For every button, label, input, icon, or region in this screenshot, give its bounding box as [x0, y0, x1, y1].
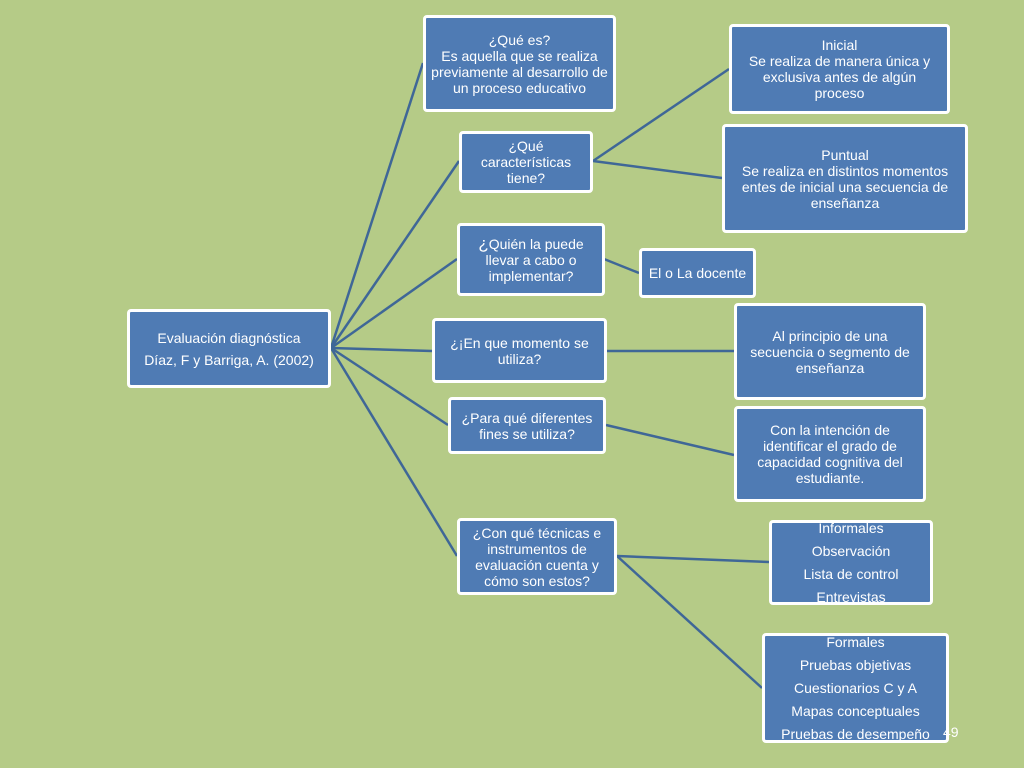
answer-informales-title: Informales — [818, 519, 884, 536]
link-caracteristicas-puntual — [592, 159, 723, 180]
question-tecnicas-text: ¿Con qué técnicas e instrumentos de eval… — [472, 524, 602, 589]
answer-principio: Al principio de una secuencia o segmento… — [734, 303, 926, 400]
question-momento-text: ¿¡En que momento se utiliza? — [450, 334, 589, 367]
question-quien: ¿Quién la puede llevar a cabo o implemen… — [457, 223, 605, 296]
answer-inicial-text: Se realiza de manera única y exclusiva a… — [748, 53, 931, 101]
answer-inicial: Inicial Se realiza de manera única y exc… — [729, 24, 950, 114]
question-que-es-text: Es aquella que se realiza previamente al… — [431, 47, 608, 96]
answer-formales-item: Pruebas objetivas — [799, 656, 912, 673]
answer-puntual-text: Se realiza en distintos momentos entes d… — [741, 162, 949, 211]
question-fines: ¿Para qué diferentes fines se utiliza? — [448, 397, 606, 454]
question-caracteristicas-text: ¿Qué características tiene? — [480, 138, 572, 186]
answer-puntual-title: Puntual — [821, 146, 869, 163]
answer-informales-item: Lista de control — [803, 565, 899, 582]
answer-informales-item: Entrevistas — [816, 588, 886, 605]
answer-informales: Informales Observación Lista de control … — [769, 520, 933, 605]
answer-informales-item: Observación — [811, 542, 891, 559]
answer-inicial-title: Inicial — [821, 37, 858, 53]
answer-formales-title: Formales — [826, 633, 885, 650]
link-root-caracteristicas — [329, 160, 461, 349]
answer-docente: El o La docente — [639, 248, 756, 298]
question-quien-lead: ¿ — [478, 233, 489, 253]
link-root-tecnicas — [329, 347, 459, 557]
link-root-quien — [330, 257, 458, 350]
slide-number: 49 — [943, 724, 959, 740]
link-tecnicas-informales — [616, 554, 770, 564]
link-root-momento — [330, 346, 433, 353]
question-fines-text: ¿Para qué diferentes fines se utiliza? — [461, 409, 593, 442]
question-caracteristicas: ¿Qué características tiene? — [459, 131, 593, 193]
answer-intencion-text: Con la intención de identificar el grado… — [757, 422, 903, 486]
answer-formales: Formales Pruebas objetivas Cuestionarios… — [762, 633, 949, 743]
link-root-que-es — [329, 62, 425, 349]
question-quien-body: Quién la puede llevar a cabo o implement… — [485, 235, 584, 284]
link-fines-intencion — [605, 423, 735, 457]
link-tecnicas-formales — [616, 555, 763, 689]
answer-principio-text: Al principio de una secuencia o segmento… — [750, 327, 910, 376]
question-que-es: ¿Qué es? Es aquella que se realiza previ… — [423, 15, 616, 112]
question-tecnicas: ¿Con qué técnicas e instrumentos de eval… — [457, 518, 617, 595]
root-citation: Díaz, F y Barriga, A. (2002) — [144, 351, 314, 368]
question-que-es-title: ¿Qué es? — [488, 31, 551, 48]
answer-formales-item: Cuestionarios C y A — [794, 679, 917, 696]
question-momento: ¿¡En que momento se utiliza? — [432, 318, 607, 383]
link-caracteristicas-inicial — [592, 67, 730, 163]
root-title: Evaluación diagnóstica — [157, 329, 301, 346]
answer-formales-item: Pruebas de desempeño — [781, 725, 930, 742]
answer-docente-text: El o La docente — [648, 265, 747, 281]
answer-puntual: Puntual Se realiza en distintos momentos… — [722, 124, 968, 233]
link-root-fines — [330, 346, 449, 427]
question-quien-text: ¿Quién la puede llevar a cabo o implemen… — [464, 233, 598, 284]
answer-intencion: Con la intención de identificar el grado… — [734, 406, 926, 502]
answer-formales-item: Mapas conceptuales — [791, 702, 920, 719]
root-node: Evaluación diagnóstica Díaz, F y Barriga… — [127, 309, 331, 388]
link-quien-docente — [603, 257, 640, 275]
